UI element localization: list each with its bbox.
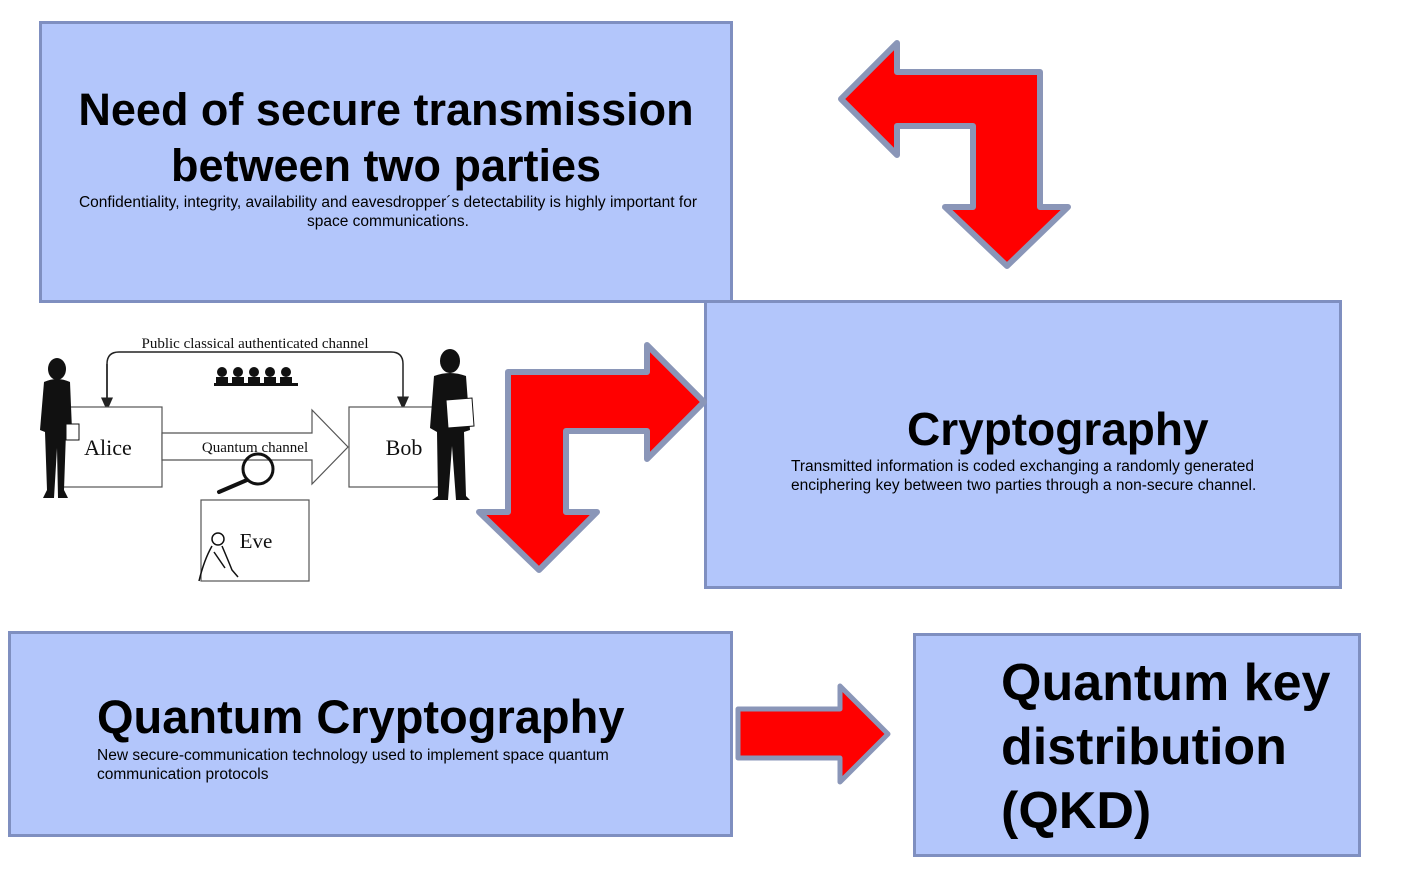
quantum-channel-illustration: Public classical authenticated channel A… bbox=[40, 336, 475, 582]
qkd-title-line1: Quantum key bbox=[1001, 654, 1331, 712]
arrow-right-bottom bbox=[735, 683, 891, 785]
eve-label: Eve bbox=[240, 529, 273, 553]
alice-box bbox=[62, 406, 163, 488]
qc-desc-line1: New secure-communication technology used… bbox=[97, 747, 609, 764]
need-desc-line2: space communications. bbox=[307, 213, 469, 230]
cryptography-desc-line1: Transmitted information is coded exchang… bbox=[791, 458, 1254, 475]
quantum-cryptography-description: New secure-communication technology used… bbox=[97, 746, 657, 784]
need-description: Confidentiality, integrity, availability… bbox=[66, 193, 710, 231]
need-title-line2: between two parties bbox=[170, 140, 602, 191]
alice-label: Alice bbox=[84, 435, 132, 460]
cryptography-desc-line2: enciphering key between two parties thro… bbox=[791, 477, 1257, 494]
cryptography-description: Transmitted information is coded exchang… bbox=[791, 457, 1291, 495]
box-qkd: Quantum key distribution (QKD) bbox=[913, 633, 1361, 857]
quantum-channel-label: Quantum channel bbox=[202, 440, 308, 456]
cryptography-title: Cryptography bbox=[907, 403, 1209, 455]
qkd-title-line3: (QKD) bbox=[1001, 782, 1152, 840]
qkd-title: Quantum key distribution (QKD) bbox=[1001, 651, 1330, 843]
qc-desc-line2: communication protocols bbox=[97, 766, 269, 783]
alice-silhouette-icon bbox=[40, 358, 80, 498]
quantum-cryptography-title: Quantum Cryptography bbox=[97, 690, 625, 743]
bob-silhouette-icon bbox=[430, 349, 475, 500]
public-channel-line bbox=[106, 351, 409, 410]
public-channel-label: Public classical authenticated channel bbox=[142, 336, 369, 352]
need-desc-line1: Confidentiality, integrity, availability… bbox=[78, 194, 697, 211]
need-title-line1: Need of secure transmission bbox=[78, 84, 694, 135]
need-title: Need of secure transmission between two … bbox=[42, 82, 730, 194]
bent-arrow-top bbox=[838, 40, 1071, 269]
eve-figure-icon bbox=[198, 532, 239, 582]
eve-box bbox=[200, 499, 310, 582]
quantum-channel-arrow bbox=[161, 408, 349, 486]
box-cryptography: Cryptography Transmitted information is … bbox=[704, 300, 1342, 589]
bob-label: Bob bbox=[386, 435, 423, 460]
magnifier-icon bbox=[217, 452, 275, 494]
box-quantum-cryptography: Quantum Cryptography New secure-communic… bbox=[8, 631, 733, 837]
audience-icon bbox=[214, 367, 298, 386]
box-need-secure-transmission: Need of secure transmission between two … bbox=[39, 21, 733, 303]
qkd-title-line2: distribution bbox=[1001, 718, 1287, 776]
bent-arrow-middle bbox=[476, 342, 707, 573]
